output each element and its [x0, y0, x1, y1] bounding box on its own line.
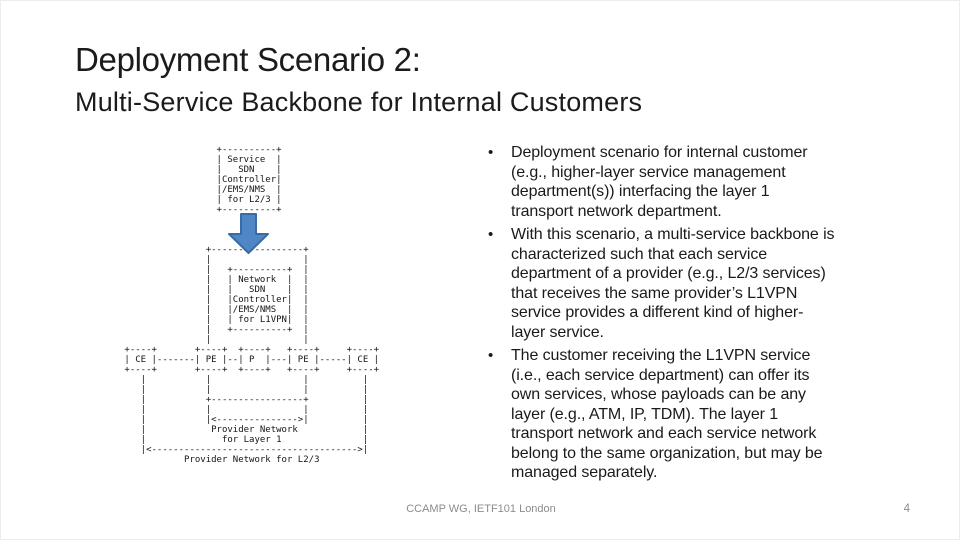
bullet-item-2: • With this scenario, a multi-service ba…	[488, 225, 914, 342]
bullet-text-3: The customer receiving the L1VPN service…	[511, 347, 823, 481]
bullet-marker: •	[488, 347, 494, 364]
footer-text: CCAMP WG, IETF101 London	[406, 503, 556, 515]
bullet-text-1: Deployment scenario for internal custome…	[511, 144, 808, 220]
page-number: 4	[903, 503, 910, 515]
bullet-text-2: With this scenario, a multi-service back…	[511, 226, 835, 341]
bullet-item-3: • The customer receiving the L1VPN servi…	[488, 346, 914, 483]
down-arrow-icon	[225, 211, 273, 257]
down-arrow-outline	[228, 213, 269, 254]
bullet-list: • Deployment scenario for internal custo…	[488, 143, 914, 487]
bullet-item-1: • Deployment scenario for internal custo…	[488, 143, 914, 221]
slide-subtitle: Multi-Service Backbone for Internal Cust…	[75, 87, 643, 117]
bullet-marker: •	[488, 144, 494, 161]
ascii-network-diagram: +----------+ | Service | | SDN | |Contro…	[124, 145, 380, 465]
bullet-marker: •	[488, 226, 494, 243]
slide-title: Deployment Scenario 2:	[75, 41, 421, 78]
